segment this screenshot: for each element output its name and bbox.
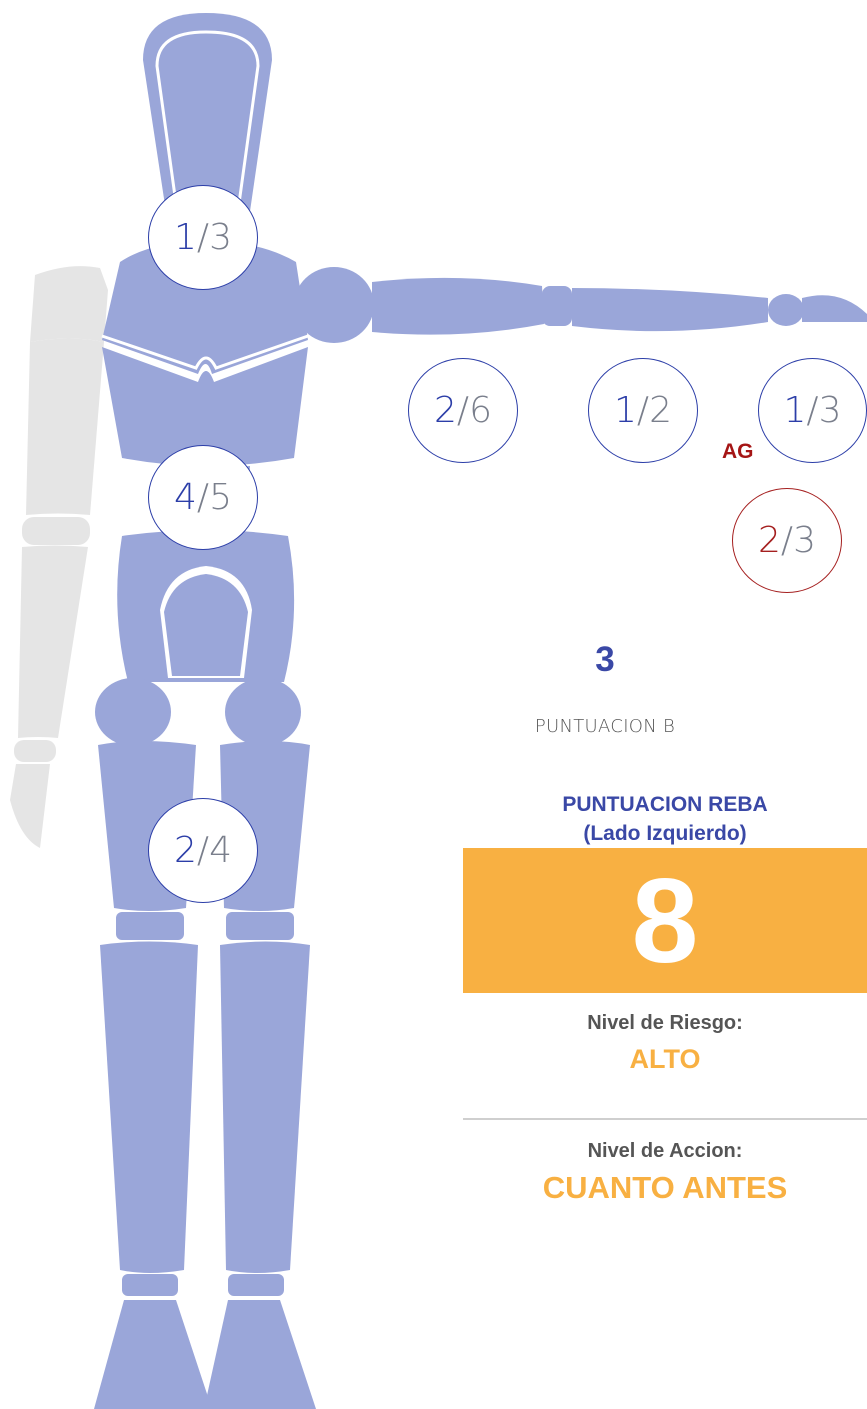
upper-arm <box>372 277 544 335</box>
upper-arm-score-max: 6 <box>469 390 492 431</box>
upper-arm-score-badge[interactable]: 2/6 <box>408 358 518 463</box>
legs-score-sep: / <box>196 830 210 871</box>
reba-title-line1: PUNTUACION REBA <box>562 793 768 816</box>
forearm-score-max: 2 <box>649 390 672 431</box>
head <box>143 13 272 231</box>
neck-score-badge[interactable]: 1/3 <box>148 185 258 290</box>
body <box>94 13 867 1409</box>
legs-score-badge[interactable]: 2/4 <box>148 798 258 903</box>
forearm <box>572 288 768 332</box>
trunk-score-badge[interactable]: 4/5 <box>148 445 258 550</box>
trunk-score: 4 <box>174 477 197 518</box>
grip-score-sep: / <box>780 520 794 561</box>
action-level-label: Nivel de Accion: <box>587 1140 743 1162</box>
forearm-score: 1 <box>614 390 637 431</box>
trunk-score-sep: / <box>196 477 210 518</box>
wrist-score: 1 <box>783 390 807 431</box>
score-b-value: 3 <box>595 640 615 679</box>
grip-label: AG <box>722 440 754 463</box>
right-shin <box>220 941 310 1273</box>
neck-score-sep: / <box>196 217 210 258</box>
grip-score-max: 3 <box>793 520 816 561</box>
upper-arm-score: 2 <box>434 390 457 431</box>
reba-title: PUNTUACION REBA (Lado Izquierdo) <box>463 790 867 848</box>
action-level-value: CUANTO ANTES <box>542 1170 788 1205</box>
grip-score: 2 <box>758 520 781 561</box>
forearm-score-badge[interactable]: 1/2 <box>588 358 698 463</box>
trunk-score-max: 5 <box>209 477 232 518</box>
legs-score: 2 <box>174 830 197 871</box>
neck-score: 1 <box>174 217 197 258</box>
risk-level-value: ALTO <box>629 1044 701 1074</box>
divider <box>463 1118 867 1120</box>
abdomen <box>102 347 308 466</box>
wrist-score-badge[interactable]: 1/3 <box>758 358 867 463</box>
neck-score-max: 3 <box>209 217 232 258</box>
legs-score-max: 4 <box>209 830 232 871</box>
inactive-arm <box>10 266 108 848</box>
forearm-score-sep: / <box>636 390 650 431</box>
upper-arm-score-sep: / <box>456 390 470 431</box>
reba-score-value: 8 <box>631 853 699 988</box>
hand <box>802 295 867 322</box>
reba-score-box: 8 <box>463 848 867 993</box>
chest <box>102 240 308 374</box>
score-b-label: PUNTUACION B <box>534 716 676 737</box>
wrist-score-sep: / <box>806 390 819 431</box>
reba-title-line2: (Lado Izquierdo) <box>583 822 747 845</box>
wrist-score-max: 3 <box>818 390 842 431</box>
grip-score-badge[interactable]: 2/3 <box>732 488 842 593</box>
risk-level-label: Nivel de Riesgo: <box>587 1012 743 1034</box>
left-shin <box>100 941 198 1273</box>
